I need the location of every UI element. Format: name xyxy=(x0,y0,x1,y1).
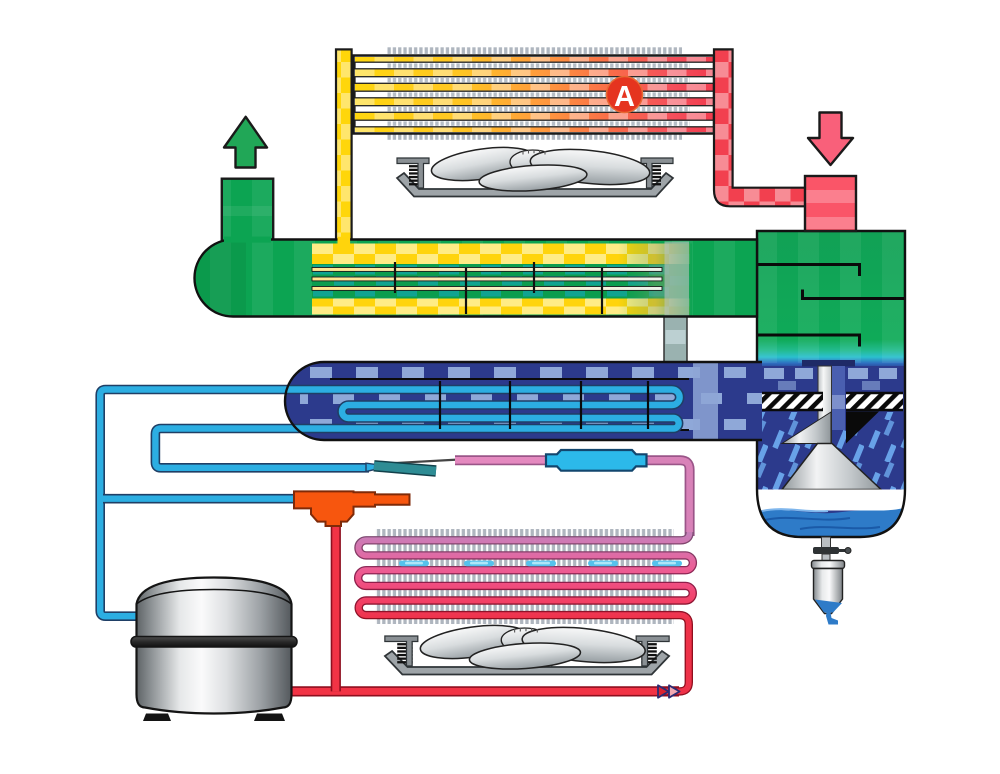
svg-text:A: A xyxy=(614,81,635,113)
